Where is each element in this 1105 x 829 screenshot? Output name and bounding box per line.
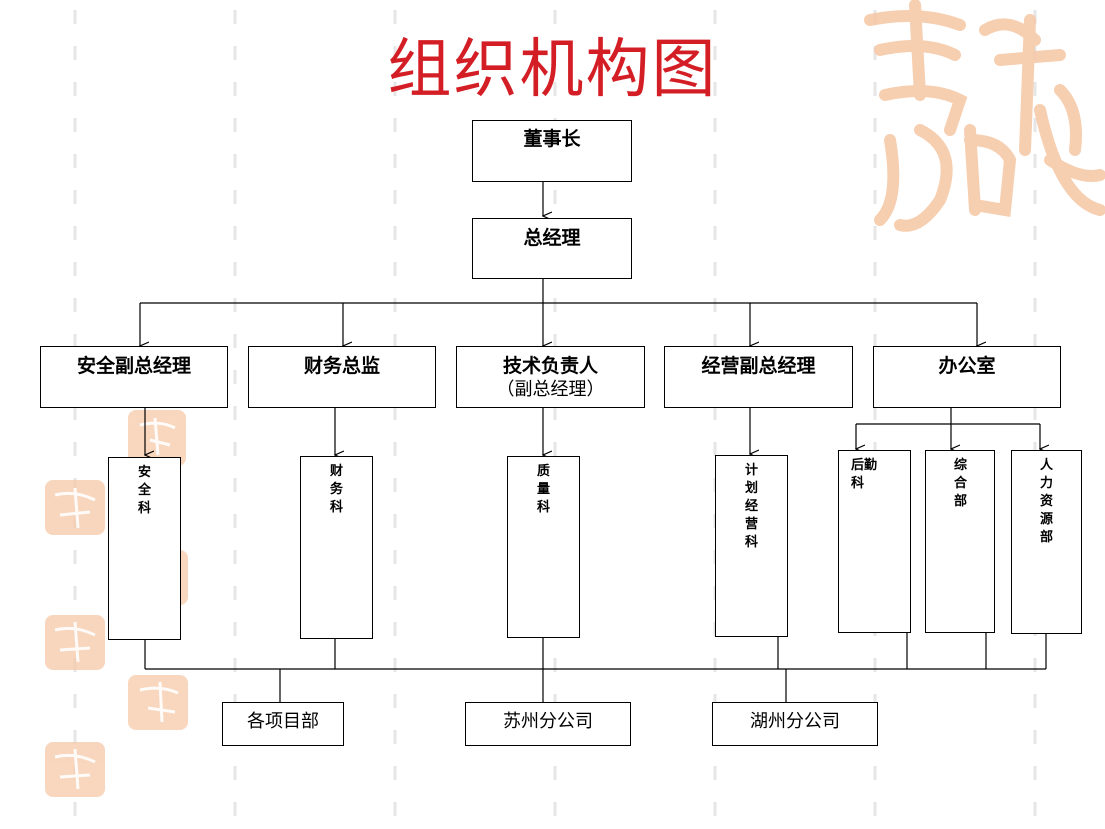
- node-projects-label: 各项目部: [247, 711, 319, 732]
- node-safety-deputy-label: 安全副总经理: [76, 355, 191, 377]
- node-business-deputy: 经营副总经理: [664, 346, 853, 408]
- node-chairman: 董事长: [472, 120, 632, 182]
- node-finance-section-label: 财务科: [329, 464, 343, 515]
- node-logistics-section: 后勤科: [838, 450, 911, 633]
- node-planning-section: 计划经营科: [715, 455, 788, 637]
- node-quality-section: 质量科: [507, 456, 580, 638]
- node-business-deputy-label: 经营副总经理: [701, 355, 816, 377]
- node-tech-head: 技术负责人 （副总经理）: [456, 346, 645, 408]
- node-finance-director: 财务总监: [248, 346, 436, 408]
- node-safety-section-label: 安全科: [137, 465, 151, 516]
- node-safety-deputy: 安全副总经理: [40, 346, 228, 408]
- node-finance-director-label: 财务总监: [303, 355, 380, 377]
- node-quality-section-label: 质量科: [536, 464, 550, 515]
- node-office: 办公室: [873, 346, 1061, 408]
- node-planning-section-label: 计划经营科: [744, 463, 758, 550]
- node-chairman-label: 董事长: [523, 128, 581, 150]
- node-tech-head-sub: （副总经理）: [496, 379, 605, 400]
- node-suzhou-branch: 苏州分公司: [465, 702, 631, 746]
- node-hr-dept-label: 人力资源部: [1040, 458, 1054, 545]
- node-office-label: 办公室: [938, 355, 996, 377]
- node-suzhou-branch-label: 苏州分公司: [503, 711, 593, 732]
- node-projects: 各项目部: [222, 702, 344, 746]
- node-hr-dept: 人力资源部: [1011, 450, 1082, 634]
- page-title: 组织机构图: [387, 33, 718, 107]
- node-huzhou-branch: 湖州分公司: [712, 702, 878, 746]
- node-general-dept-label: 综合部: [954, 458, 968, 509]
- seal-large-icon: [864, 0, 1105, 232]
- node-huzhou-branch-label: 湖州分公司: [750, 711, 840, 732]
- node-tech-head-label: 技术负责人: [502, 355, 598, 377]
- node-general-manager-label: 总经理: [523, 227, 581, 249]
- node-safety-section: 安全科: [108, 457, 181, 640]
- node-logistics-section-label: 后勤科: [851, 458, 878, 491]
- node-finance-section: 财务科: [300, 456, 373, 639]
- node-general-dept: 综合部: [925, 450, 995, 633]
- node-general-manager: 总经理: [472, 218, 632, 279]
